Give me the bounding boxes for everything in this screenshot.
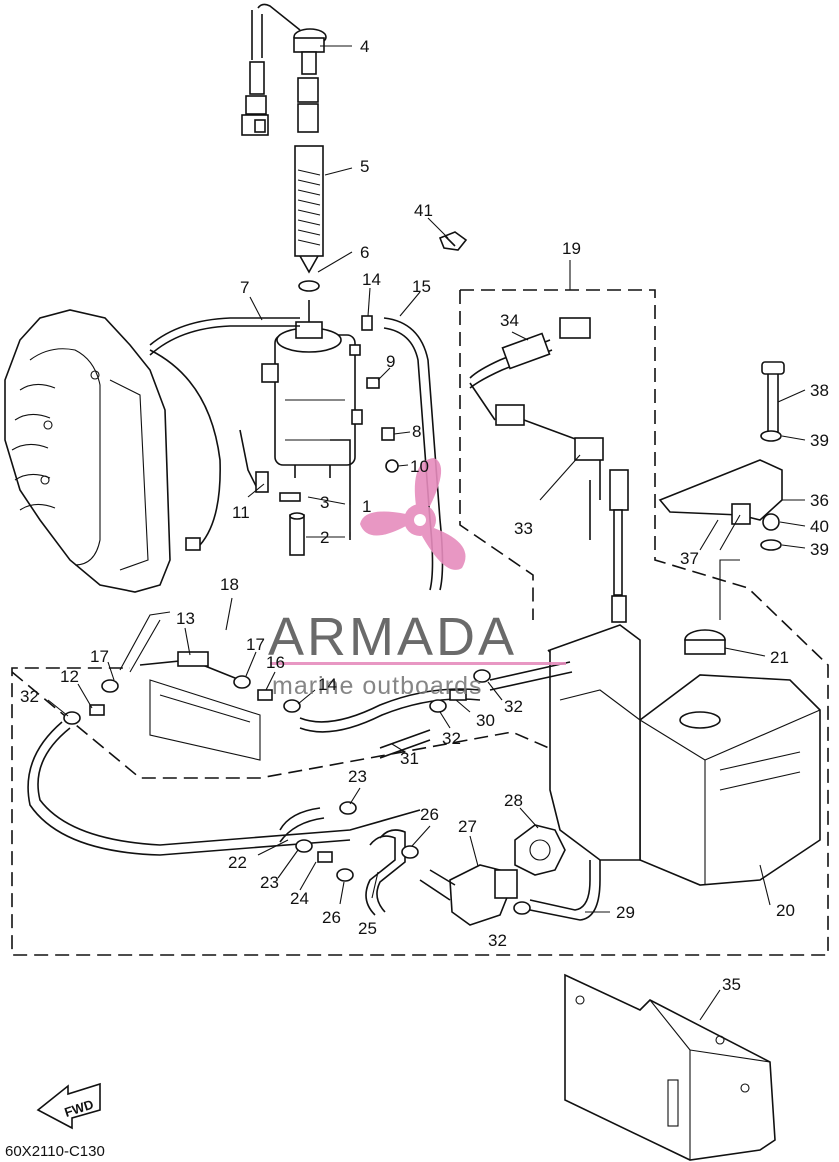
callout-32a: 32 xyxy=(20,687,39,706)
callout-39b: 39 xyxy=(810,540,829,559)
watermark-brand: ARMADA xyxy=(268,607,517,667)
callout-15: 15 xyxy=(412,277,431,296)
callout-9: 9 xyxy=(386,352,395,371)
callout-7: 7 xyxy=(240,278,249,297)
callout-4: 4 xyxy=(360,37,369,56)
mounting-plate xyxy=(564,973,776,1161)
propeller-logo-icon xyxy=(360,458,466,570)
callout-38: 38 xyxy=(810,381,829,400)
drawing-code: 60X2110-C130 xyxy=(5,1143,105,1160)
callout-10: 10 xyxy=(410,457,429,476)
callout-5: 5 xyxy=(360,157,369,176)
callout-32c: 32 xyxy=(442,729,461,748)
watermark-tagline: marine outboards xyxy=(272,672,483,700)
callout-13: 13 xyxy=(176,609,195,628)
callout-2: 2 xyxy=(320,528,329,547)
callout-39a: 39 xyxy=(810,431,829,450)
callout-34: 34 xyxy=(500,311,519,330)
callout-28: 28 xyxy=(504,791,523,810)
callout-31: 31 xyxy=(400,749,419,768)
callout-18: 18 xyxy=(220,575,239,594)
callout-33: 33 xyxy=(514,519,533,538)
forward-direction-arrow: FWD xyxy=(36,1082,101,1130)
callout-3: 3 xyxy=(320,493,329,512)
callout-40: 40 xyxy=(810,517,829,536)
hoses-upper xyxy=(149,317,444,591)
callout-6: 6 xyxy=(360,243,369,262)
callout-32d: 32 xyxy=(488,931,507,950)
callout-19: 19 xyxy=(562,239,581,258)
callout-36: 36 xyxy=(810,491,829,510)
cowling-rail xyxy=(119,611,261,761)
callout-17a: 17 xyxy=(246,635,265,654)
callout-37: 37 xyxy=(680,549,699,568)
callout-29: 29 xyxy=(616,903,635,922)
callout-27: 27 xyxy=(458,817,477,836)
callout-8: 8 xyxy=(412,422,421,441)
fuel-pickup-assembly xyxy=(241,3,327,330)
callout-26a: 26 xyxy=(420,805,439,824)
callout-25: 25 xyxy=(358,919,377,938)
vapor-separator xyxy=(261,321,363,556)
callout-30: 30 xyxy=(476,711,495,730)
callout-26b: 26 xyxy=(322,908,341,927)
callout-17b: 17 xyxy=(90,647,109,666)
callout-24: 24 xyxy=(290,889,309,908)
callout-32b: 32 xyxy=(504,697,523,716)
callout-23a: 23 xyxy=(348,767,367,786)
callout-22: 22 xyxy=(228,853,247,872)
callout-20: 20 xyxy=(776,901,795,920)
callout-14b: 14 xyxy=(318,675,337,694)
callout-21: 21 xyxy=(770,648,789,667)
leader-lines xyxy=(47,45,806,1021)
callout-12: 12 xyxy=(60,667,79,686)
callout-23b: 23 xyxy=(260,873,279,892)
callout-16: 16 xyxy=(266,653,285,672)
lower-fuel-lines xyxy=(27,651,601,926)
callout-11: 11 xyxy=(232,503,250,522)
callout-35: 35 xyxy=(722,975,741,994)
fuel-tank xyxy=(549,624,821,886)
intake-silencer xyxy=(4,309,171,593)
callout-41: 41 xyxy=(414,201,433,220)
watermark: ARMADA marine outboards xyxy=(268,458,566,700)
callout-labels: 4 5 41 19 6 14 7 15 34 9 38 8 39 10 3 1 … xyxy=(20,37,829,994)
callout-14a: 14 xyxy=(362,270,381,289)
tank-bracket xyxy=(658,361,785,551)
callout-1: 1 xyxy=(362,497,371,516)
